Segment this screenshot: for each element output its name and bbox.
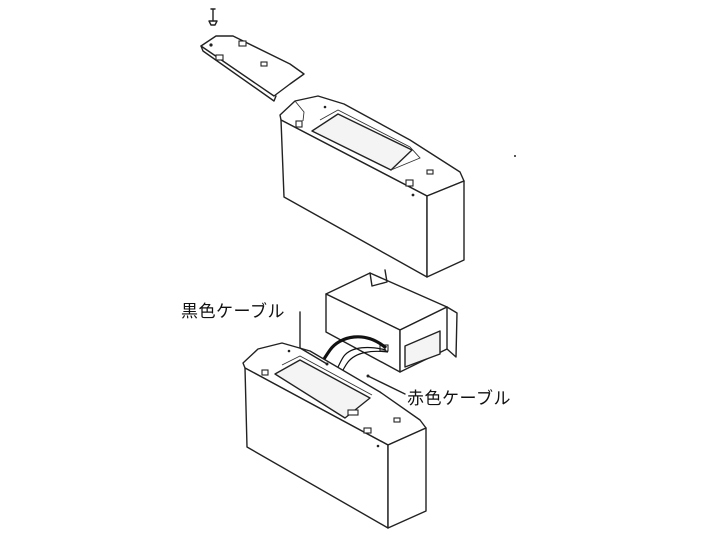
leader-lines [299, 311, 406, 395]
black-cable-label: 黒色ケーブル [181, 302, 285, 322]
lower-housing [242, 342, 427, 529]
stray-mark [514, 155, 516, 157]
battery-module [325, 269, 458, 373]
screw [208, 8, 218, 26]
red-cable-label: 赤色ケーブル [407, 389, 511, 409]
cover-plate [200, 35, 305, 102]
upper-housing [279, 95, 465, 278]
